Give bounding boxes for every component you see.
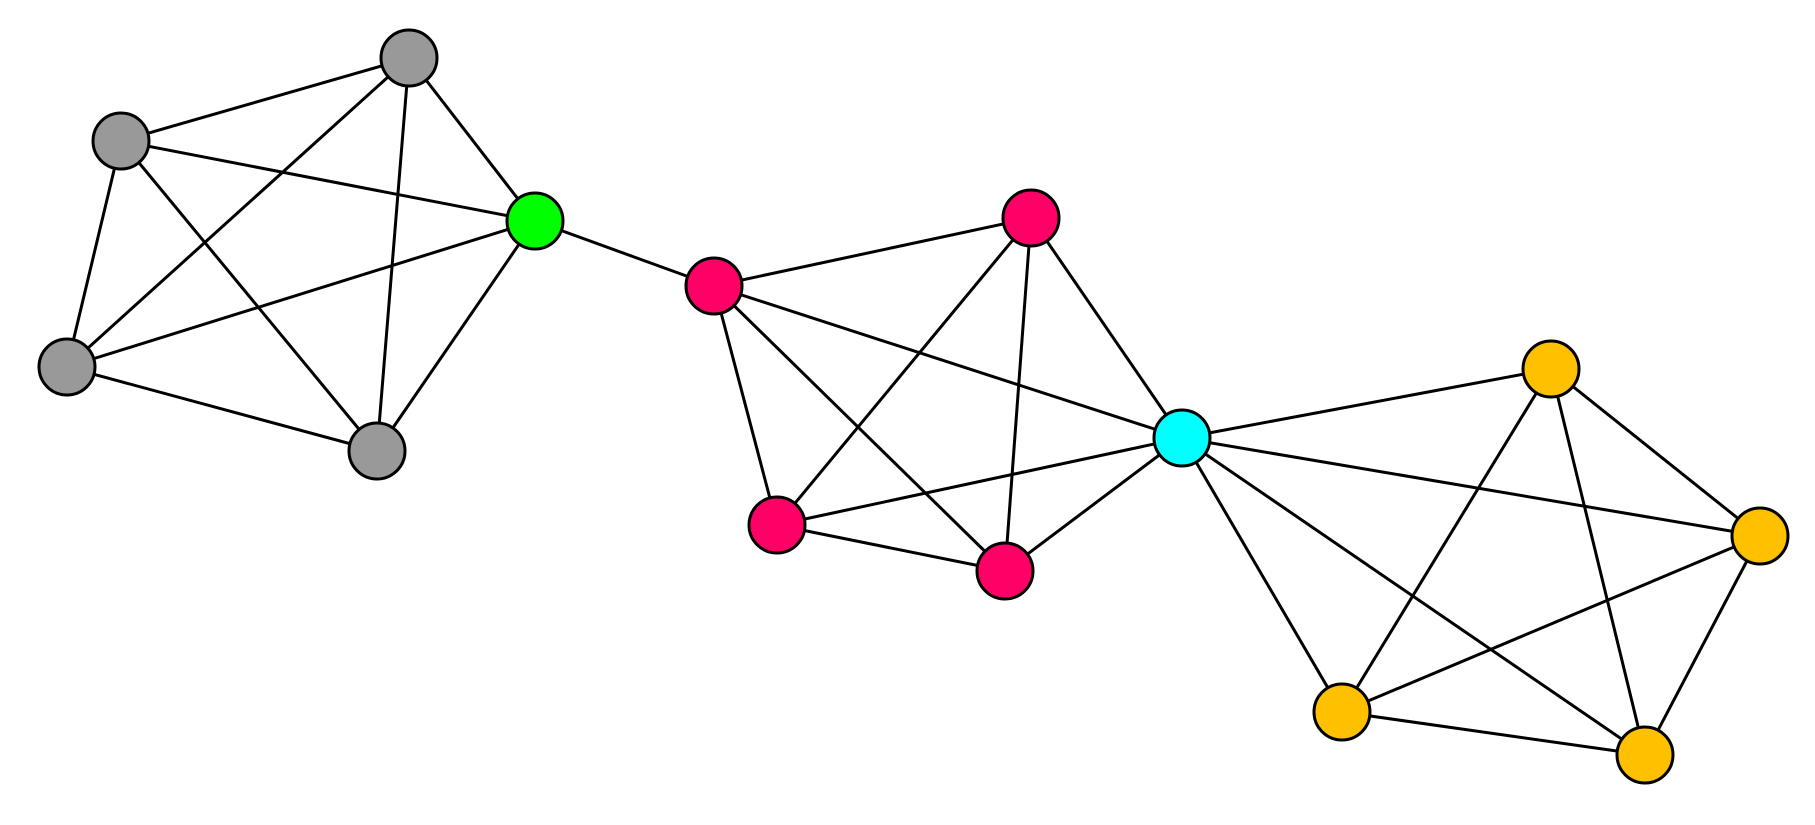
node-p2 — [1001, 188, 1061, 248]
node-y3 — [1312, 682, 1372, 742]
node-y4 — [1615, 725, 1675, 785]
edge-g2-hub-green — [407, 56, 537, 223]
edge-g1-g3 — [65, 139, 123, 369]
edge-p3-hub-cyan — [775, 436, 1184, 527]
edge-p2-p4 — [1003, 216, 1033, 573]
node-g2 — [379, 28, 439, 88]
node-y2 — [1730, 506, 1790, 566]
edge-p1-hub-cyan — [712, 284, 1184, 440]
node-y1 — [1521, 339, 1581, 399]
node-g4 — [347, 421, 407, 481]
edge-y1-y4 — [1549, 367, 1647, 757]
node-p4 — [975, 541, 1035, 601]
edge-g1-hub-green — [119, 139, 537, 223]
edge-p1-p3 — [712, 284, 779, 527]
edge-y3-y4 — [1340, 710, 1647, 757]
node-g3 — [37, 337, 97, 397]
edge-p3-p4 — [775, 523, 1007, 573]
node-hub-cyan — [1152, 408, 1212, 468]
edge-g2-g4 — [375, 56, 411, 453]
edge-g3-hub-green — [65, 219, 537, 369]
edge-g2-g3 — [65, 56, 411, 369]
edge-hub-cyan-y2 — [1180, 436, 1762, 538]
node-g1 — [91, 111, 151, 171]
edge-g3-g4 — [65, 365, 379, 453]
edge-g4-hub-green — [375, 219, 537, 453]
edge-y2-y4 — [1643, 534, 1762, 757]
node-p3 — [747, 495, 807, 555]
edge-p2-hub-cyan — [1029, 216, 1184, 440]
edge-y1-y3 — [1340, 367, 1553, 714]
edge-layer — [65, 56, 1762, 757]
edge-p1-p2 — [712, 216, 1033, 288]
node-p1 — [684, 256, 744, 316]
node-layer — [37, 28, 1790, 785]
edge-p4-hub-cyan — [1003, 436, 1184, 573]
edge-p1-p4 — [712, 284, 1007, 573]
node-hub-green — [505, 191, 565, 251]
edge-y2-y3 — [1340, 534, 1762, 714]
edge-hub-cyan-y3 — [1180, 436, 1344, 714]
edge-g1-g4 — [119, 139, 379, 453]
edge-hub-cyan-y1 — [1180, 367, 1553, 440]
edge-y1-y2 — [1549, 367, 1762, 538]
edge-hub-green-p1 — [533, 219, 716, 288]
edge-g1-g2 — [119, 56, 411, 143]
edge-p2-p3 — [775, 216, 1033, 527]
